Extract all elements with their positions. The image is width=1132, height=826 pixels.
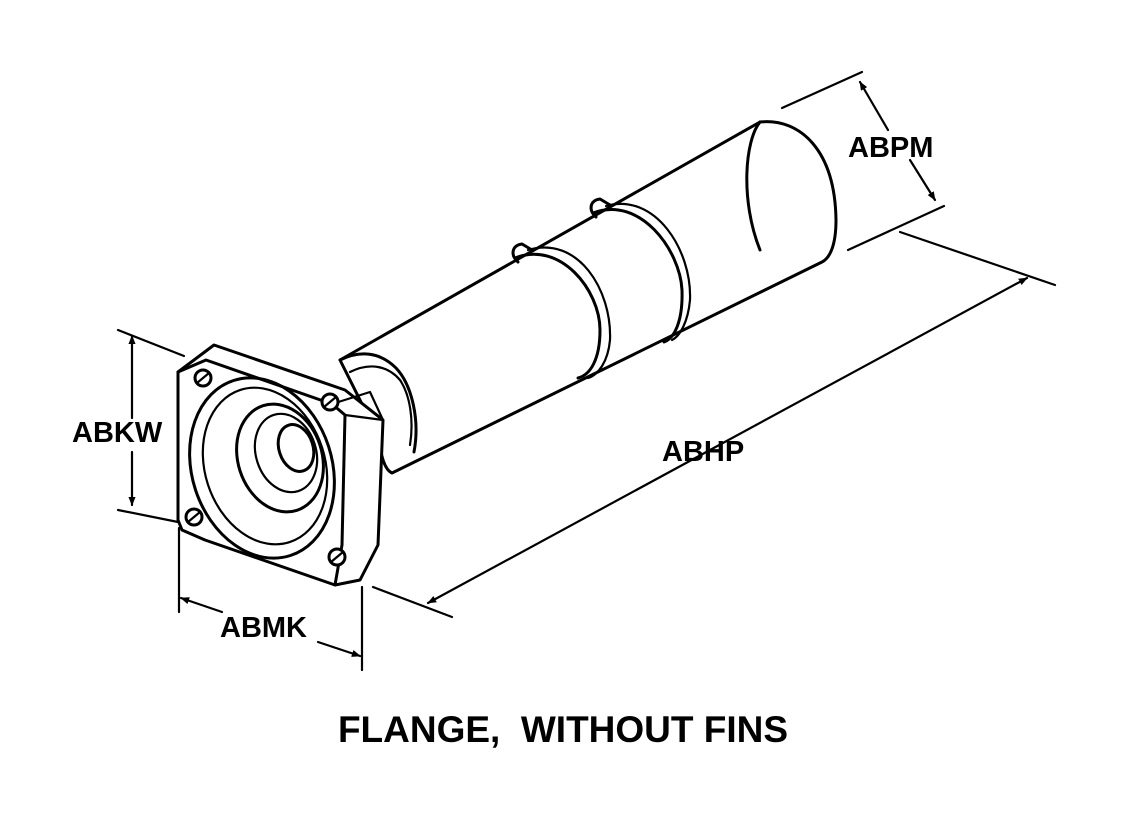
dimension-abpm bbox=[780, 70, 946, 252]
cylinder-body bbox=[338, 120, 838, 475]
screw-bottom-left bbox=[184, 507, 204, 527]
screw-bottom-right bbox=[327, 547, 347, 567]
label-abkw: ABKW bbox=[72, 417, 163, 449]
dimension-abhp bbox=[371, 230, 1057, 619]
dimension-abkw bbox=[116, 328, 186, 524]
screw-top-left bbox=[193, 368, 213, 388]
label-abmk: ABMK bbox=[220, 612, 307, 644]
figure-caption: FLANGE, WITHOUT FINS bbox=[338, 709, 788, 750]
screw-top-right bbox=[320, 392, 340, 412]
dimension-abmk bbox=[177, 526, 364, 672]
label-abhp: ABHP bbox=[662, 436, 744, 468]
flange-plate bbox=[176, 343, 385, 587]
label-abpm: ABPM bbox=[848, 132, 933, 164]
